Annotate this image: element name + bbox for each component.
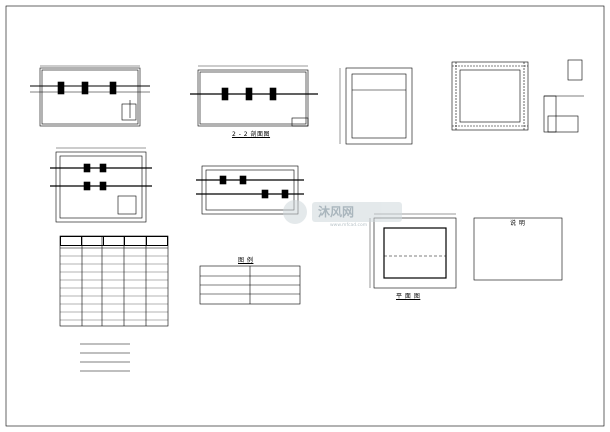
watermark-logo-shape [283, 200, 402, 224]
notes-box [473, 217, 563, 281]
table-cell [145, 236, 169, 246]
legend-title: 图 例 [238, 257, 254, 264]
valve-table [59, 235, 169, 327]
legend-box-middle [199, 265, 301, 305]
elevation-view-top-left [30, 65, 150, 127]
table-cell [81, 236, 104, 246]
watermark-subtext: www.mfcad.com [330, 223, 368, 228]
sheet-border [5, 5, 605, 427]
table-cell [102, 236, 126, 246]
table-cell [124, 236, 147, 246]
table-cell [59, 236, 83, 246]
watermark-text: 沐风网 [318, 205, 355, 219]
detail-far-right [543, 59, 584, 133]
legend-lines-left [80, 343, 130, 372]
section-middle [196, 165, 304, 215]
section-hatched [451, 61, 529, 131]
notes-heading: 说 明 [510, 220, 526, 227]
plan-view-title: 平 面 图 [396, 293, 421, 300]
valve-table-cells [59, 236, 169, 246]
section-2-2 [190, 65, 318, 127]
plan-view-bottom-right [369, 213, 457, 289]
plan-view-left [50, 147, 152, 223]
section-2-2-title: 2 - 2 剖面图 [232, 131, 271, 138]
section-top-middle [339, 67, 413, 145]
